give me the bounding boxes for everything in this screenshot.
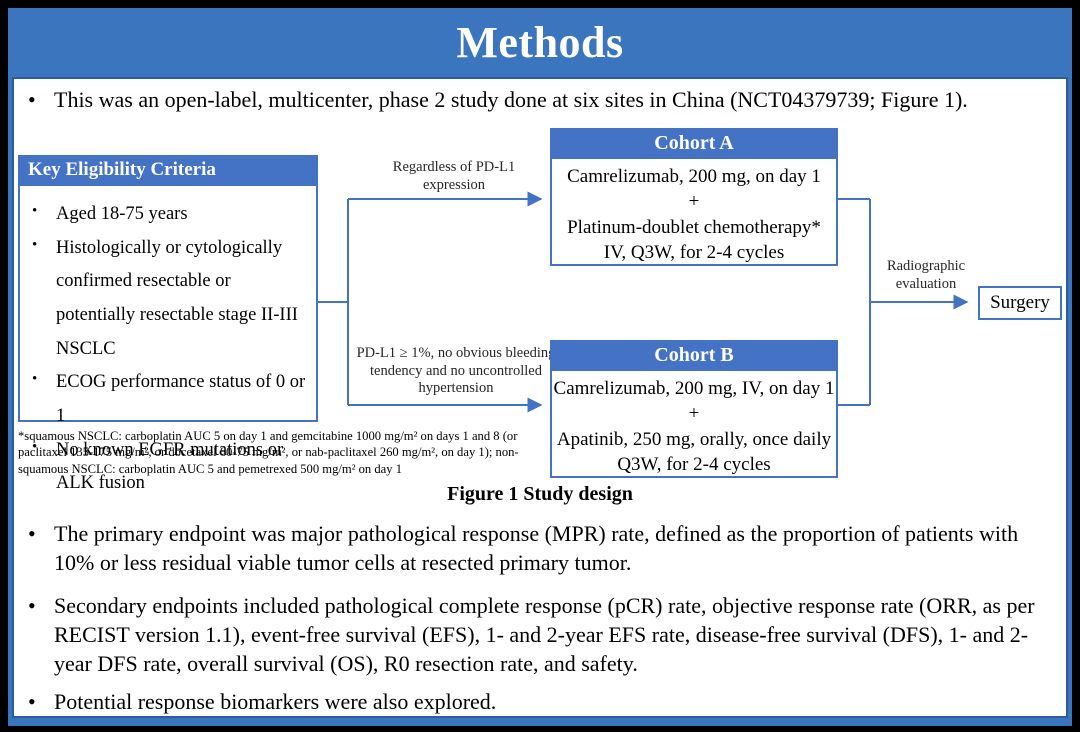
eligibility-item: •Aged 18-75 years xyxy=(28,198,310,232)
figure-caption: Figure 1 Study design xyxy=(447,483,633,505)
primary-endpoint-bullet: • The primary endpoint was major patholo… xyxy=(24,519,1060,577)
eligibility-item: •Histologically or cytologically confirm… xyxy=(28,232,310,367)
bullet-marker: • xyxy=(32,203,38,219)
cohort-b-body: Camrelizumab, 200 mg, IV, on day 1 + Apa… xyxy=(552,371,836,477)
biomarkers-bullet: • Potential response biomarkers were als… xyxy=(24,687,1060,716)
cohort-b-header: Cohort B xyxy=(552,342,836,371)
bullet-marker: • xyxy=(28,689,36,714)
intro-bullet-text: This was an open-label, multicenter, pha… xyxy=(54,87,968,112)
bullet-marker: • xyxy=(32,438,38,455)
bullet-marker: • xyxy=(32,371,38,388)
branch-label-pdl1-any: Regardless of PD-L1 expression xyxy=(392,159,516,193)
eligibility-list: •Aged 18-75 years •Histologically or cyt… xyxy=(20,186,316,501)
cohort-b-line: + xyxy=(688,403,700,425)
bullet-marker: • xyxy=(28,521,36,546)
cohort-a-line: IV, Q3W, for 2-4 cycles xyxy=(603,241,785,263)
intro-bullet: • This was an open-label, multicenter, p… xyxy=(24,85,1064,114)
cohort-b-box: Cohort B Camrelizumab, 200 mg, IV, on da… xyxy=(550,340,838,478)
bullet-marker: • xyxy=(32,236,38,253)
bullet-marker: • xyxy=(28,593,36,618)
eligibility-item: •ECOG performance status of 0 or 1 xyxy=(28,366,310,433)
slide-content: • This was an open-label, multicenter, p… xyxy=(12,77,1068,718)
cohort-b-line: Apatinib, 250 mg, orally, once daily xyxy=(556,428,832,450)
radiographic-evaluation-label: Radiographic evaluation xyxy=(886,258,966,292)
bullet-marker: • xyxy=(28,87,36,112)
eligibility-item: •No known EGFR mutations or ALK fusion xyxy=(28,434,310,501)
cohort-a-line: Platinum-doublet chemotherapy* xyxy=(567,216,821,238)
title-bar: Methods xyxy=(8,8,1072,77)
cohort-a-line: Camrelizumab, 200 mg, on day 1 xyxy=(567,166,821,187)
secondary-endpoints-bullet: • Secondary endpoints included pathologi… xyxy=(24,591,1064,678)
eligibility-header: Key Eligibility Criteria xyxy=(20,157,316,186)
surgery-box: Surgery xyxy=(978,286,1062,320)
slide: Methods • This was an open-label, multic… xyxy=(8,8,1072,726)
chemotherapy-footnote: *squamous NSCLC: carboplatin AUC 5 on da… xyxy=(18,429,519,476)
page-title: Methods xyxy=(456,18,624,67)
eligibility-box: Key Eligibility Criteria •Aged 18-75 yea… xyxy=(18,155,318,493)
cohort-a-body: Camrelizumab, 200 mg, on day 1 + Platinu… xyxy=(552,159,836,265)
cohort-b-line: Q3W, for 2-4 cycles xyxy=(617,453,771,475)
cohort-a-header: Cohort A xyxy=(552,130,836,159)
cohort-a-line: + xyxy=(688,191,700,213)
cohort-a-box: Cohort A Camrelizumab, 200 mg, on day 1 … xyxy=(550,128,838,266)
branch-label-pdl1-positive: PD-L1 ≥ 1%, no obvious bleeding tendency… xyxy=(356,345,556,397)
cohort-b-line: Camrelizumab, 200 mg, IV, on day 1 xyxy=(553,378,835,399)
